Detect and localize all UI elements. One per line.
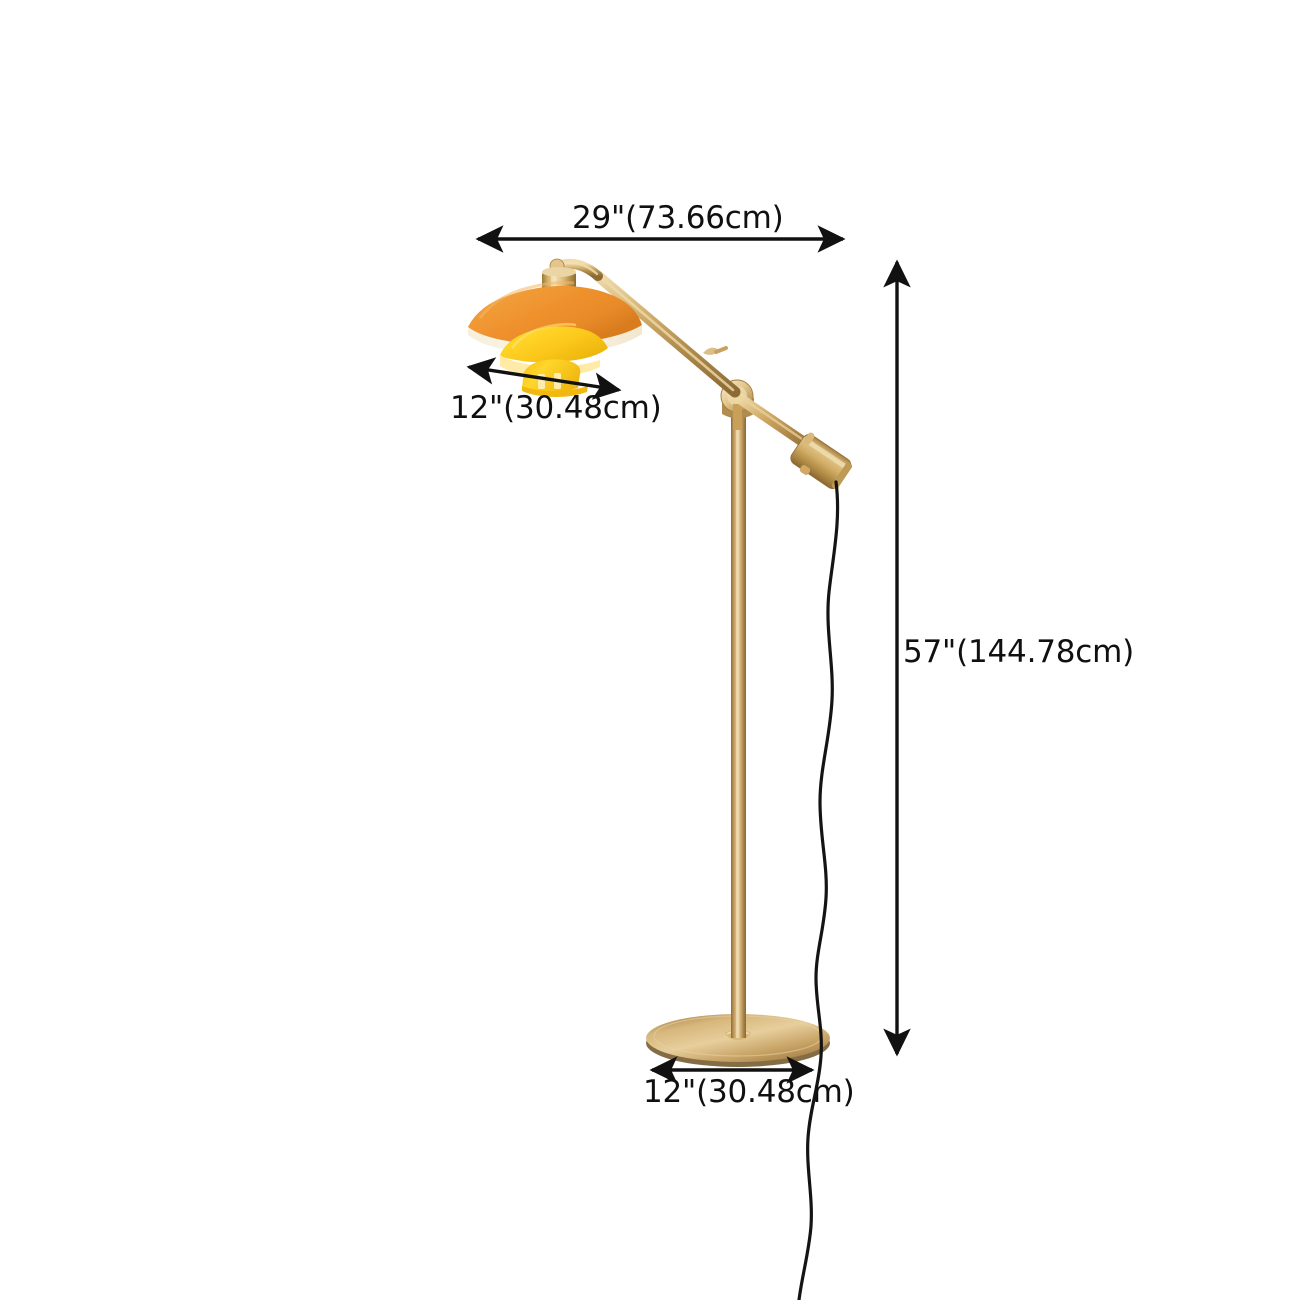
counterweight [790, 432, 853, 490]
dimension-line-shade-diameter [466, 357, 622, 400]
dimension-label-overall-height: 57"(144.78cm) [903, 634, 1135, 670]
lamp-arm-upper [592, 270, 741, 398]
lamp-pole [731, 408, 746, 1038]
dimension-label-overall-width: 29"(73.66cm) [572, 200, 784, 236]
power-cord [797, 480, 840, 1300]
dimension-label-shade-diameter: 12"(30.48cm) [450, 390, 662, 426]
dimension-label-base-diameter: 12"(30.48cm) [643, 1074, 855, 1110]
